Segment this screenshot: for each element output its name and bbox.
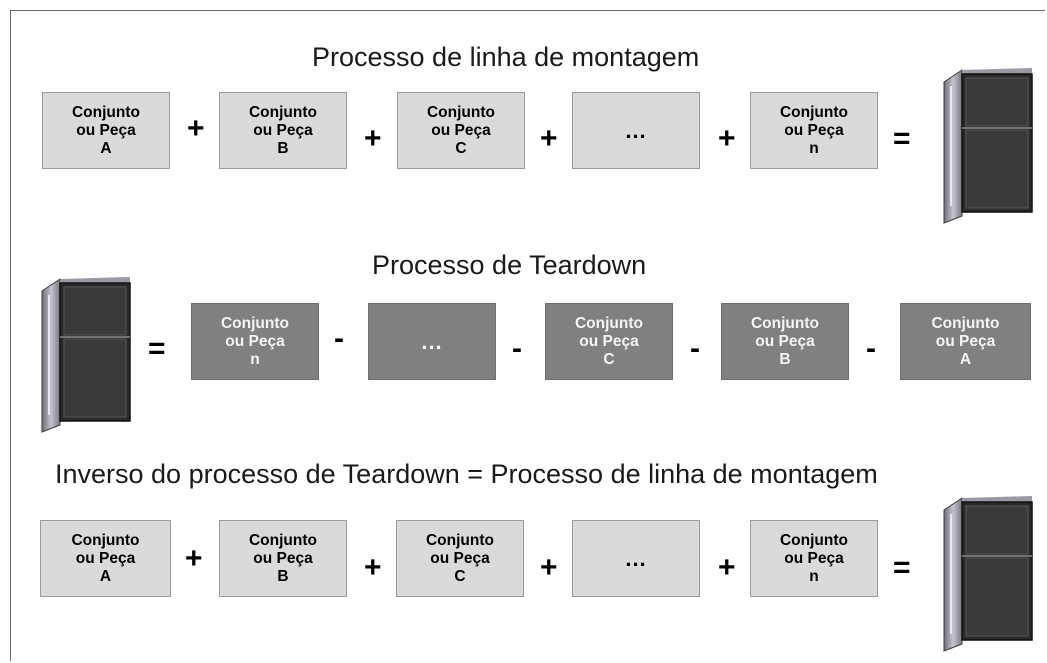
refrigerator-icon [943,68,1033,224]
plus-operator: + [185,542,203,575]
equals-operator: = [148,332,166,365]
ellipsis-box: ... [368,303,496,380]
plus-operator: + [718,122,736,155]
minus-operator: - [690,332,700,365]
refrigerator-icon [943,496,1033,652]
minus-operator: - [334,322,344,355]
title-inverse-process: Inverso do processo de Teardown = Proces… [55,459,878,489]
equals-operator: = [893,551,911,584]
plus-operator: + [364,122,382,155]
title-assembly-process: Processo de linha de montagem [312,42,700,72]
plus-operator: + [718,551,736,584]
refrigerator-icon [41,277,131,433]
ellipsis-box: ... [572,520,700,597]
plus-operator: + [540,551,558,584]
plus-operator: + [364,551,382,584]
minus-operator: - [866,332,876,365]
plus-operator: + [187,112,205,145]
title-teardown-process: Processo de Teardown [372,250,647,280]
equals-operator: = [893,122,911,155]
ellipsis-box: ... [572,92,700,169]
plus-operator: + [540,122,558,155]
minus-operator: - [512,332,522,365]
